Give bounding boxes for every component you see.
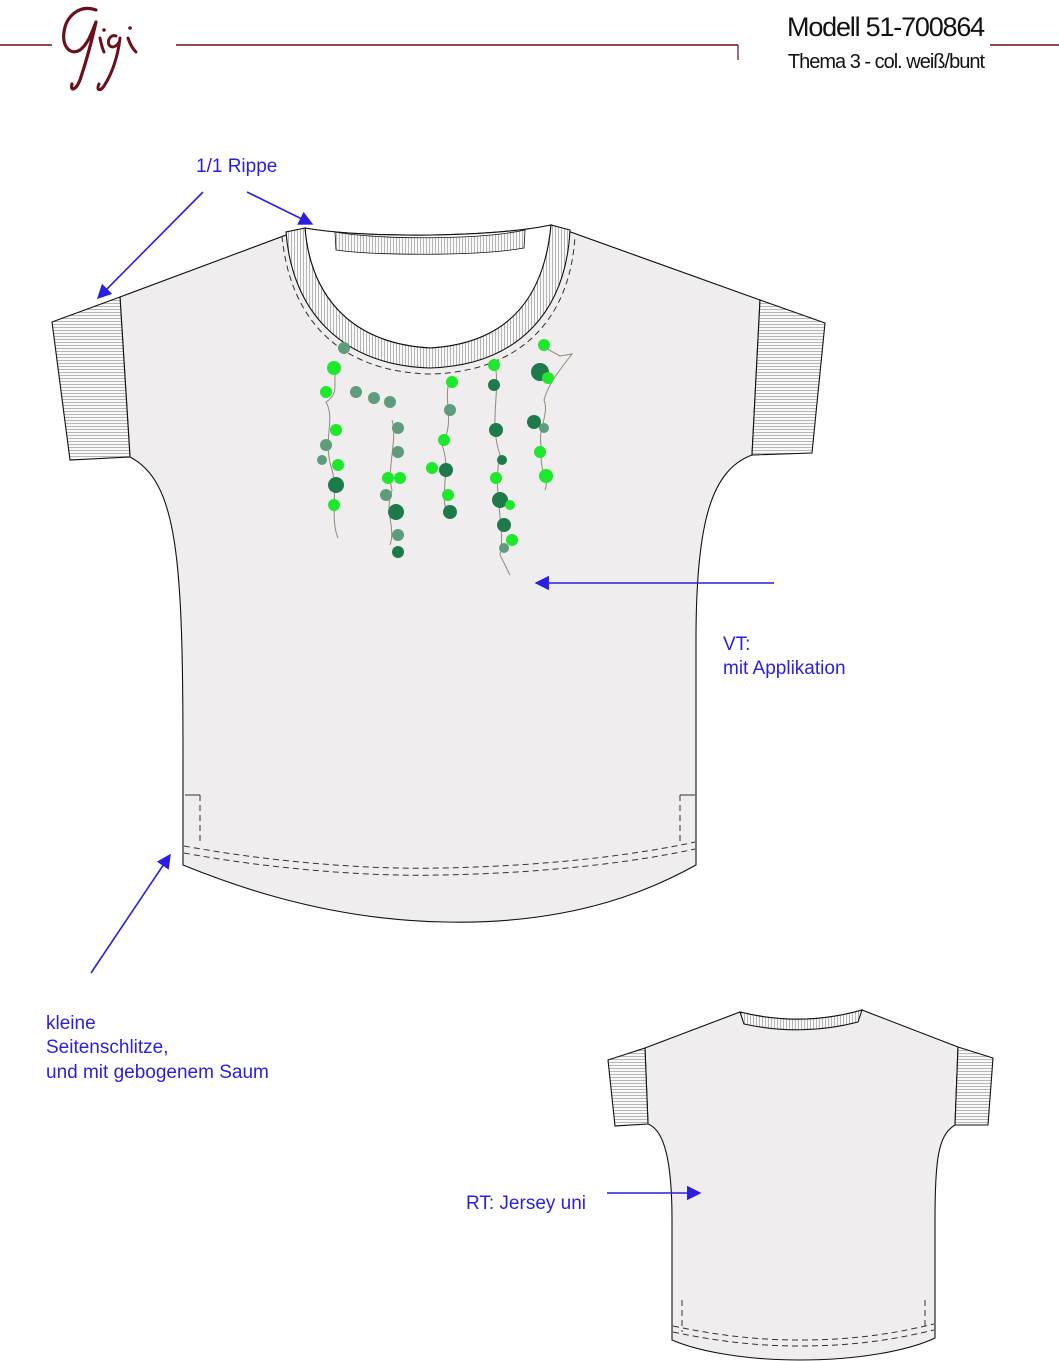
back-body [644,1009,959,1361]
hem-label-line2: Seitenschlitze, [46,1037,169,1058]
front-view [51,224,826,923]
front-right-cuff [751,299,826,456]
hem-label-line3: und mit gebogenem Saum [46,1062,269,1083]
rib-label: 1/1 Rippe [196,156,277,177]
front-applique [317,339,574,576]
front-neck-rib-back [334,229,526,255]
hem-arrow [90,853,171,974]
back-right-cuff [954,1046,994,1126]
model-number: Modell 51-700864 [787,12,985,42]
front-label-line1: VT: [723,634,750,655]
rib-arrow-neck [246,191,314,225]
back-left-cuff [607,1047,649,1127]
hem-label-line1: kleine [46,1013,96,1034]
back-neck-rib [739,1009,863,1031]
back-hem-stitch-2 [672,1329,935,1347]
applique-sequins [317,339,554,558]
back-hem-stitch-1 [672,1323,935,1341]
back-view [607,1009,994,1361]
theme-colorway: Thema 3 - col. weiß/bunt [788,51,986,73]
front-neck-stitch [281,235,576,375]
back-label: RT: Jersey uni [466,1193,586,1214]
annotations: 1/1 Rippe VT: mit Applikation kleine Sei… [46,156,846,1214]
rib-arrow-sleeve [96,191,204,300]
brand-logo [62,6,138,92]
front-left-cuff [51,296,131,461]
header: Modell 51-700864 Thema 3 - col. weiß/bun… [0,6,1059,92]
front-label-line2: mit Applikation [723,658,846,679]
